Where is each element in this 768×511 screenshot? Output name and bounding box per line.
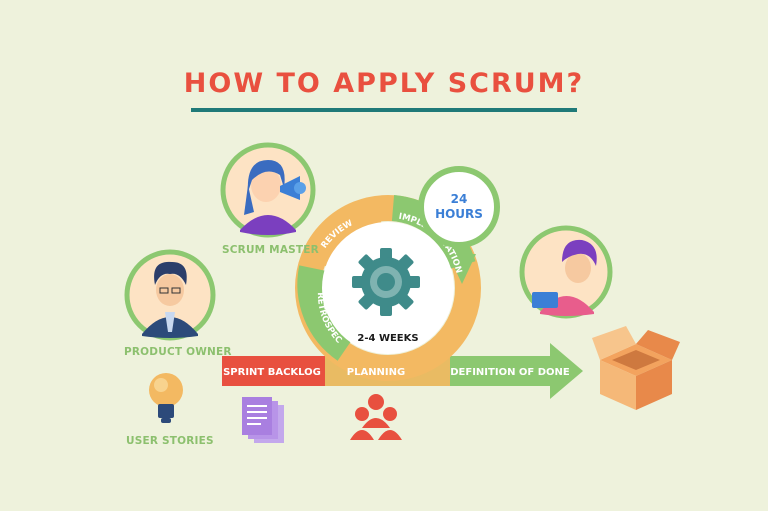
product-owner-avatar	[124, 249, 216, 341]
planning-label: PLANNING	[347, 367, 405, 378]
sprint-backlog-label: SPRINT BACKLOG	[223, 367, 321, 378]
title-underline	[191, 108, 577, 112]
daily-cycle-badge: 24 HOURS	[418, 166, 500, 248]
gear-icon	[352, 248, 420, 316]
scrum-master-label: SCRUM MASTER	[222, 244, 319, 256]
sprint-duration-label: 2-4 WEEKS	[357, 333, 418, 344]
scrum-master-avatar	[220, 142, 316, 238]
backlog-documents-icon	[242, 397, 284, 443]
developer-avatar	[519, 225, 613, 319]
page-title: HOW TO APPLY SCRUM?	[183, 68, 585, 99]
user-stories-label: USER STORIES	[126, 435, 214, 447]
daily-hours-unit: HOURS	[435, 207, 483, 221]
product-owner-label: PRODUCT OWNER	[124, 346, 232, 358]
team-icon	[350, 394, 402, 440]
box-icon	[592, 326, 680, 410]
daily-hours-number: 24	[451, 192, 468, 206]
lightbulb-icon	[149, 373, 183, 423]
definition-of-done-label: DEFINITION OF DONE	[450, 367, 570, 378]
